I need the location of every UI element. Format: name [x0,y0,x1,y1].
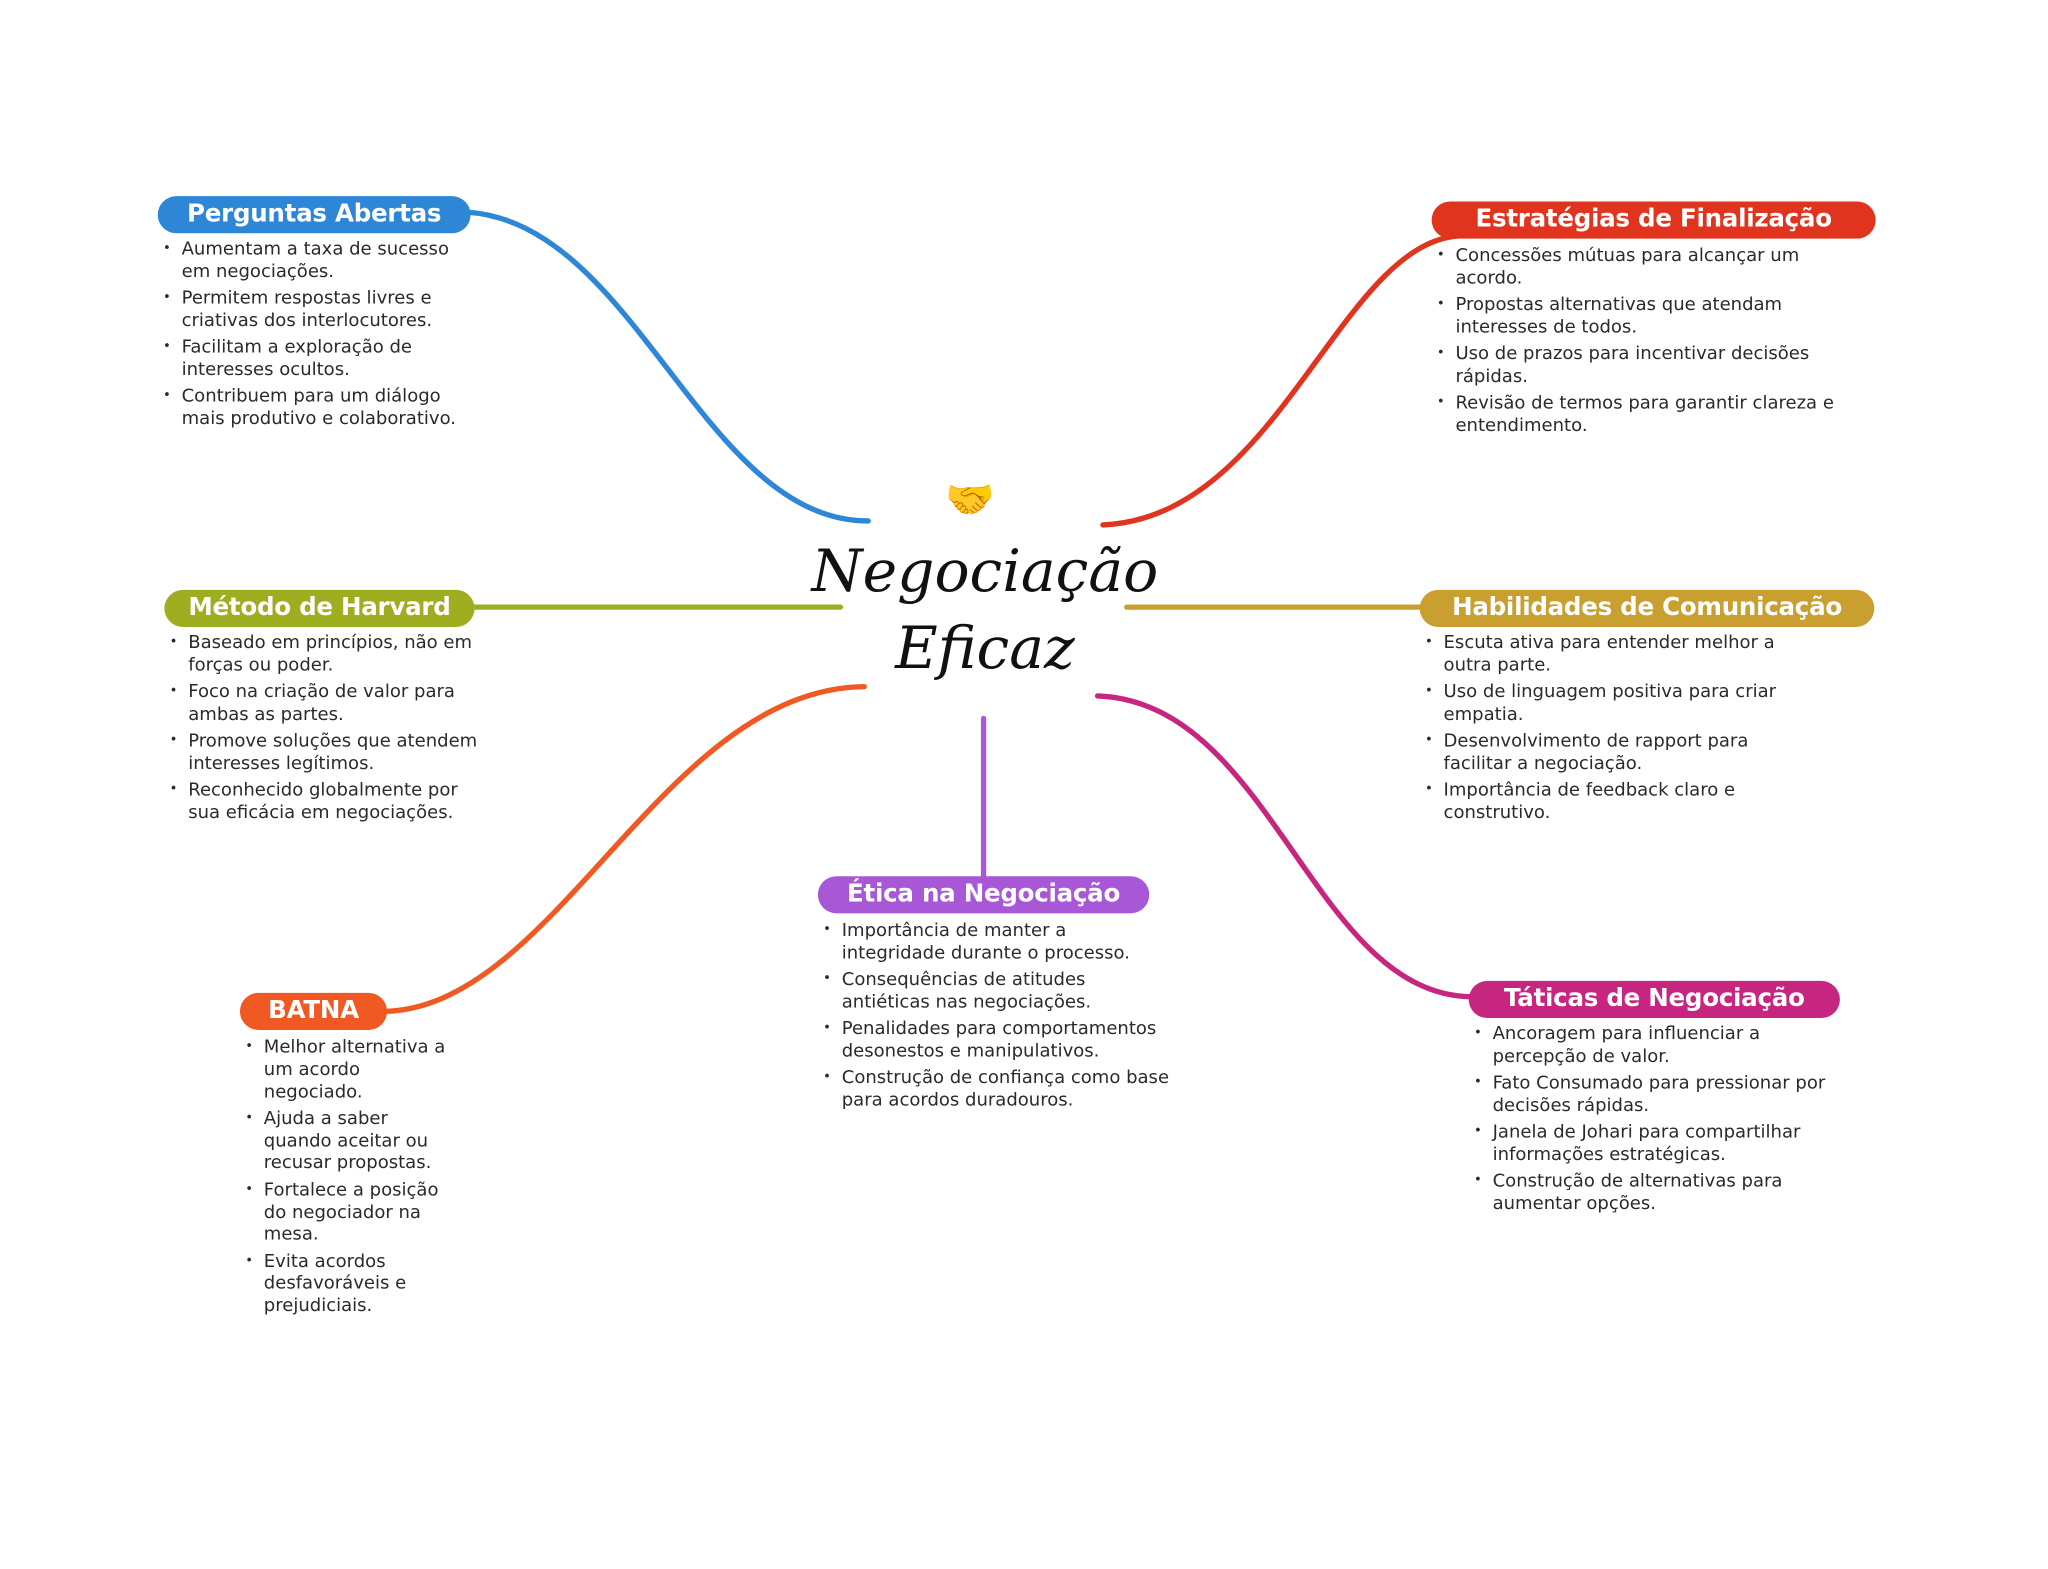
list-item: Fortalece a posição do negociador na mes… [245,1179,457,1246]
connector-estrategias [1100,233,1461,528]
estrategias-list: Concessões mútuas para alcançar um acord… [1437,245,1848,442]
list-item: Facilitam a exploração de interesses ocu… [163,337,481,382]
topic-perguntas-abertas[interactable]: Perguntas Abertas [157,196,471,234]
connector-taticas [1094,693,1475,1000]
list-item: Consequências de atitudes antiéticas nas… [823,969,1170,1014]
list-item: Concessões mútuas para alcançar um acord… [1437,245,1848,290]
list-item: Aumentam a taxa de sucesso em negociaçõe… [163,239,481,284]
list-item: Construção de confiança como base para a… [823,1067,1170,1112]
perguntas-list: Aumentam a taxa de sucesso em negociaçõe… [163,239,481,436]
list-item: Foco na criação de valor para ambas as p… [170,681,495,726]
list-item: Evita acordos desfavoráveis e prejudicia… [245,1251,457,1318]
connector-batna [381,683,867,1015]
connector-perguntas [463,209,871,524]
harvard-list: Baseado em princípios, não em forças ou … [170,632,495,829]
list-item: Baseado em princípios, não em forças ou … [170,632,495,677]
list-item: Uso de linguagem positiva para criar emp… [1425,681,1816,726]
list-item: Permitem respostas livres e criativas do… [163,288,481,333]
topic-taticas-negociacao[interactable]: Táticas de Negociação [1468,980,1840,1019]
list-item: Escuta ativa para entender melhor a outr… [1425,632,1816,677]
topic-batna[interactable]: BATNA [239,992,388,1030]
central-title-line1[interactable]: Negociação [811,538,1159,606]
list-item: Contribuem para um diálogo mais produtiv… [163,386,481,431]
list-item: Reconhecido globalmente por sua eficácia… [170,780,495,825]
central-title-line2[interactable]: Eficaz [895,615,1075,683]
list-item: Janela de Johari para compartilhar infor… [1474,1122,1839,1167]
list-item: Uso de prazos para incentivar decisões r… [1437,344,1848,389]
etica-list: Importância de manter a integridade dura… [823,920,1170,1117]
topic-etica-negociacao[interactable]: Ética na Negociação [817,876,1150,914]
topic-metodo-harvard[interactable]: Método de Harvard [164,589,475,627]
list-item: Penalidades para comportamentos desonest… [823,1018,1170,1063]
list-item: Melhor alternativa a um acordo negociado… [245,1037,457,1104]
list-item: Desenvolvimento de rapport para facilita… [1425,731,1816,776]
list-item: Fato Consumado para pressionar por decis… [1474,1073,1839,1118]
list-item: Ajuda a saber quando aceitar ou recusar … [245,1108,457,1175]
list-item: Promove soluções que atendem interesses … [170,731,495,776]
list-item: Revisão de termos para garantir clareza … [1437,393,1848,438]
list-item: Construção de alternativas para aumentar… [1474,1171,1839,1216]
taticas-list: Ancoragem para influenciar a percepção d… [1474,1023,1839,1220]
list-item: Importância de feedback claro e construt… [1425,780,1816,825]
list-item: Importância de manter a integridade dura… [823,920,1170,965]
list-item: Propostas alternativas que atendam inter… [1437,294,1848,339]
habilidades-list: Escuta ativa para entender melhor a outr… [1425,632,1816,829]
topic-habilidades-comunicacao[interactable]: Habilidades de Comunicação [1419,589,1875,627]
list-item: Ancoragem para influenciar a percepção d… [1474,1023,1839,1068]
topic-estrategias-finalizacao[interactable]: Estratégias de Finalização [1431,201,1876,239]
handshake-icon: 🤝 [945,477,995,524]
batna-list: Melhor alternativa a um acordo negociado… [245,1037,457,1323]
